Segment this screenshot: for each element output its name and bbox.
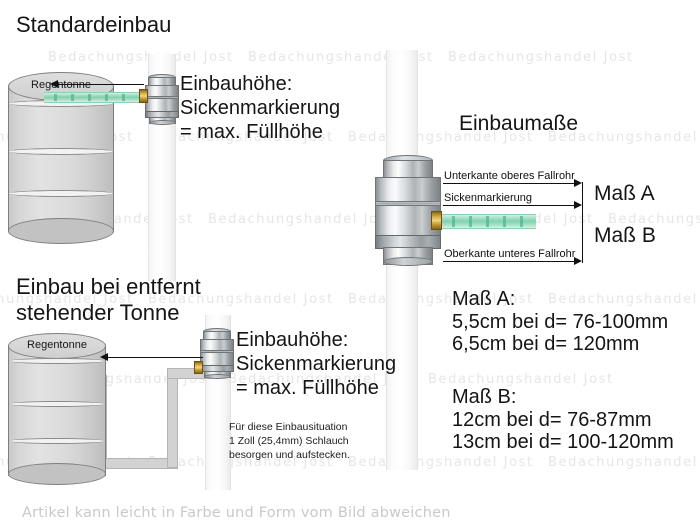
barrel-rib (9, 148, 113, 155)
sicken-marking-bead (200, 350, 234, 353)
rain-barrel-standard (8, 72, 114, 244)
dim-label-bottom: Oberkante unteres Fallrohr (444, 248, 576, 260)
callout-remote-line3: = max. Füllhöhe (236, 377, 379, 399)
gray-hose-right-riser (167, 370, 178, 468)
sicken-marking-bead (145, 96, 179, 99)
hose-tick (88, 94, 91, 101)
barrel-label-standard: Regentonne (31, 79, 91, 91)
watermark-text: Bedachungshandel Jost (548, 292, 700, 307)
spec-mass-a-line2: 6,5cm bei d= 120mm (452, 333, 640, 355)
flow-arrow-line-remote (108, 357, 203, 358)
barrel-lid (8, 333, 106, 359)
fitting-bottom-rim (204, 374, 231, 379)
gray-hose-bottom-run (96, 458, 178, 469)
barrel-rib (9, 358, 105, 364)
rain-collector-fitting-remote (200, 328, 234, 379)
rain-barrel-remote (8, 333, 106, 485)
remote-note-line3: besorgen und aufstecken. (229, 449, 350, 461)
spec-mass-b-line1: 12cm bei d= 76-87mm (452, 409, 652, 431)
rain-collector-fitting-standard (145, 74, 179, 125)
barrel-label-remote: Regentonne (27, 339, 87, 351)
dim-arrow-top (574, 179, 582, 187)
gray-hose-gap-mask (96, 370, 178, 375)
dim-line-middle (443, 205, 575, 206)
callout-remote-line2: Sickenmarkierung (236, 353, 397, 375)
section-remote-title-line2: stehender Tonne (16, 300, 180, 325)
brass-nozzle-large (431, 211, 442, 230)
section-remote-title-line1: Einbau bei entfernt (16, 274, 201, 299)
hose-tick (71, 94, 74, 101)
sicken-marking-bead (375, 201, 441, 206)
remote-note-line1: Für diese Einbausituation (229, 421, 348, 433)
fitting-main-body (375, 177, 441, 239)
watermark-text: Bedachungshandel Jost (208, 212, 394, 227)
fitting-main-body (200, 339, 234, 367)
barrel-rib (9, 438, 105, 444)
callout-standard-line3: = max. Füllhöhe (180, 121, 323, 143)
green-hose-large (442, 214, 536, 229)
fitting-bottom-rim (149, 120, 176, 125)
dim-arrow-bottom (574, 257, 582, 265)
dim-arrow-middle (574, 201, 582, 209)
barrel-bottom (8, 218, 114, 244)
hose-tick (105, 94, 108, 101)
barrel-body (8, 346, 106, 476)
watermark-text: Bedachungshandel Jost (348, 455, 534, 470)
flow-arrow-head-remote (100, 353, 108, 361)
brass-nozzle-standard (139, 89, 148, 103)
rain-collector-fitting-large (375, 155, 441, 266)
section-standard-title: Standardeinbau (16, 12, 172, 37)
watermark-text: Bedachungshandel Jost (48, 50, 234, 65)
flow-arrow-head-standard (50, 80, 58, 88)
dim-line-top (443, 183, 575, 184)
bracket-label-mass-b: Maß B (594, 224, 656, 247)
callout-standard-line1: Einbauhöhe: (180, 73, 293, 95)
barrel-body (8, 86, 114, 232)
bracket-label-mass-a: Maß A (594, 182, 655, 205)
hose-tick (452, 216, 455, 227)
fitting-main-body (145, 85, 179, 113)
dim-label-middle: Sickenmarkierung (444, 192, 533, 204)
spec-mass-a-line1: 5,5cm bei d= 76-100mm (452, 311, 669, 333)
dim-vertical-reference (582, 182, 583, 263)
callout-remote-line1: Einbauhöhe: (236, 329, 349, 351)
fitting-bottom-rim (383, 257, 433, 266)
barrel-bottom (8, 463, 106, 485)
hose-tick (54, 94, 57, 101)
spec-mass-b-heading: Maß B: (452, 386, 517, 408)
barrel-rib (9, 401, 105, 407)
section-dimensions-title: Einbaumaße (459, 112, 579, 135)
spec-mass-b-line2: 13cm bei d= 100-120mm (452, 431, 674, 453)
watermark-text: Bedachungshandel Jost (548, 455, 700, 470)
dim-label-top: Unterkante oberes Fallrohr (444, 170, 575, 182)
callout-standard-line2: Sickenmarkierung (180, 97, 341, 119)
hose-tick (486, 216, 489, 227)
spec-mass-a-heading: Maß A: (452, 288, 516, 310)
green-hose-standard (44, 92, 140, 103)
footer-disclaimer: Artikel kann leicht in Farbe und Form vo… (22, 505, 451, 521)
hose-tick (520, 216, 523, 227)
barrel-rib (9, 190, 113, 197)
flow-arrow-line-standard (58, 84, 144, 85)
brass-nozzle-remote (194, 361, 203, 374)
hose-tick (503, 216, 506, 227)
watermark-text: Bedachungshandel Jost (448, 50, 634, 65)
hose-tick (469, 216, 472, 227)
hose-tick (122, 94, 125, 101)
remote-note-line2: 1 Zoll (25,4mm) Schlauch (229, 435, 349, 447)
dim-line-bottom (443, 261, 575, 262)
